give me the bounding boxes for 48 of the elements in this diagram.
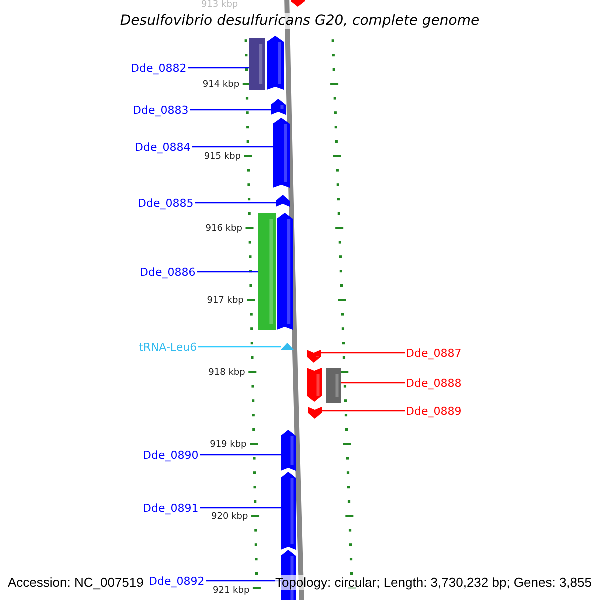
position-label: 917 kbp (207, 296, 244, 306)
feature-bar (326, 368, 341, 403)
gene-label: Dde_0890 (143, 448, 199, 462)
gene-label: Dde_0889 (406, 404, 462, 418)
leader-line (195, 202, 276, 204)
feature-bar (258, 213, 276, 330)
gene-label: Dde_0884 (135, 140, 191, 154)
position-label: 915 kbp (204, 152, 242, 162)
leader-line (341, 382, 405, 384)
position-label: 914 kbp (202, 80, 240, 90)
gene-label: Dde_0882 (131, 62, 187, 74)
position-label: 916 kbp (206, 224, 242, 234)
gene-label: Dde_0886 (140, 266, 196, 278)
gene-label: Dde_0883 (133, 104, 189, 116)
gene-block (281, 430, 296, 471)
gene-label: Dde_0885 (138, 196, 194, 210)
gene-block (271, 99, 286, 115)
trna-marker (281, 343, 294, 350)
gene-block (276, 195, 290, 207)
leader-line (190, 109, 271, 111)
leader-line (197, 271, 258, 273)
leader-line (322, 410, 405, 412)
position-label: 913 kbp (201, 0, 238, 11)
gene-label: Dde_0888 (406, 376, 462, 390)
accession-text: Accession: NC_007519 (8, 575, 144, 590)
position-label: 919 kbp (210, 440, 247, 450)
gene-block (267, 36, 284, 90)
leader-line (188, 67, 249, 69)
gene-block (308, 407, 322, 419)
leader-line (200, 454, 281, 456)
gene-label: Dde_0892 (149, 574, 205, 588)
position-label: 920 kbp (212, 512, 248, 522)
leader-line (200, 507, 281, 509)
gene-label: tRNA-Leu6 (139, 340, 198, 354)
gene-block (277, 213, 293, 330)
gene-label: Dde_0887 (406, 346, 462, 360)
position-label: 918 kbp (208, 368, 246, 378)
leader-line (321, 352, 405, 354)
gene-block (307, 368, 322, 402)
position-label: 921 kbp (213, 586, 250, 596)
gene-block (273, 118, 290, 188)
gene-label: Dde_0891 (143, 502, 199, 514)
feature-bar (249, 38, 265, 90)
leader-line (192, 146, 273, 148)
gene-block (307, 350, 321, 363)
leader-line (198, 346, 281, 348)
title: Desulfovibrio desulfuricans G20, complete genome (120, 13, 480, 29)
gene-block (281, 472, 296, 550)
